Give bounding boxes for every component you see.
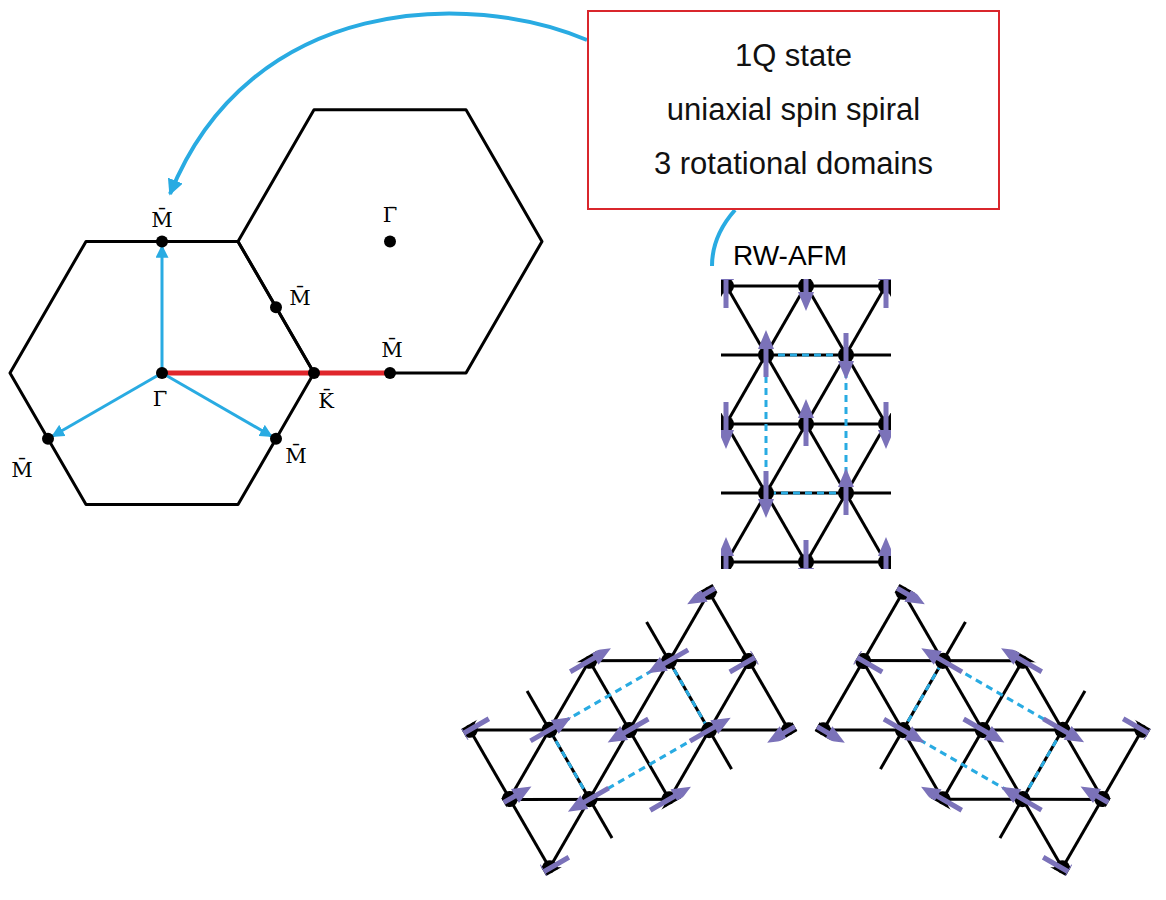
symmetry-point <box>270 433 282 445</box>
brillouin-zone <box>238 110 542 373</box>
symmetry-label: M̄ <box>289 286 311 310</box>
q-vector-arrow <box>52 373 162 436</box>
symmetry-point <box>308 367 320 379</box>
symmetry-label: Γ̄ <box>153 387 168 411</box>
symmetry-label: M̄ <box>381 338 403 362</box>
symmetry-point <box>384 235 396 247</box>
symmetry-point <box>156 235 168 247</box>
high-symmetry-path <box>162 371 390 376</box>
symmetry-label: M̄ <box>285 444 307 468</box>
box-text: 1Q state <box>735 29 852 83</box>
symmetry-point <box>42 433 54 445</box>
q-vector-arrow <box>161 246 164 373</box>
symmetry-point <box>270 301 282 313</box>
domain-panel <box>706 422 1166 900</box>
state-name: RW-AFM <box>733 240 847 272</box>
symmetry-label: M̄ <box>151 208 173 232</box>
symmetry-points <box>42 235 396 444</box>
symmetry-point <box>156 367 168 379</box>
box-text: uniaxial spin spiral <box>667 83 920 137</box>
symmetry-label: M̄ <box>11 458 33 482</box>
symmetry-label: K̄ <box>318 389 334 413</box>
box-text: 3 rotational domains <box>654 137 933 191</box>
symmetry-label: Γ̄ <box>383 203 398 227</box>
callout-arrow <box>170 13 587 194</box>
q-vector-arrow <box>162 373 272 436</box>
domain-panel <box>548 254 1064 594</box>
symmetry-point <box>384 367 396 379</box>
domain-panel <box>353 422 905 900</box>
leader-line <box>712 210 735 266</box>
callout-box: 1Q stateuniaxial spin spiral3 rotational… <box>587 10 1000 210</box>
q-vectors <box>52 246 271 436</box>
